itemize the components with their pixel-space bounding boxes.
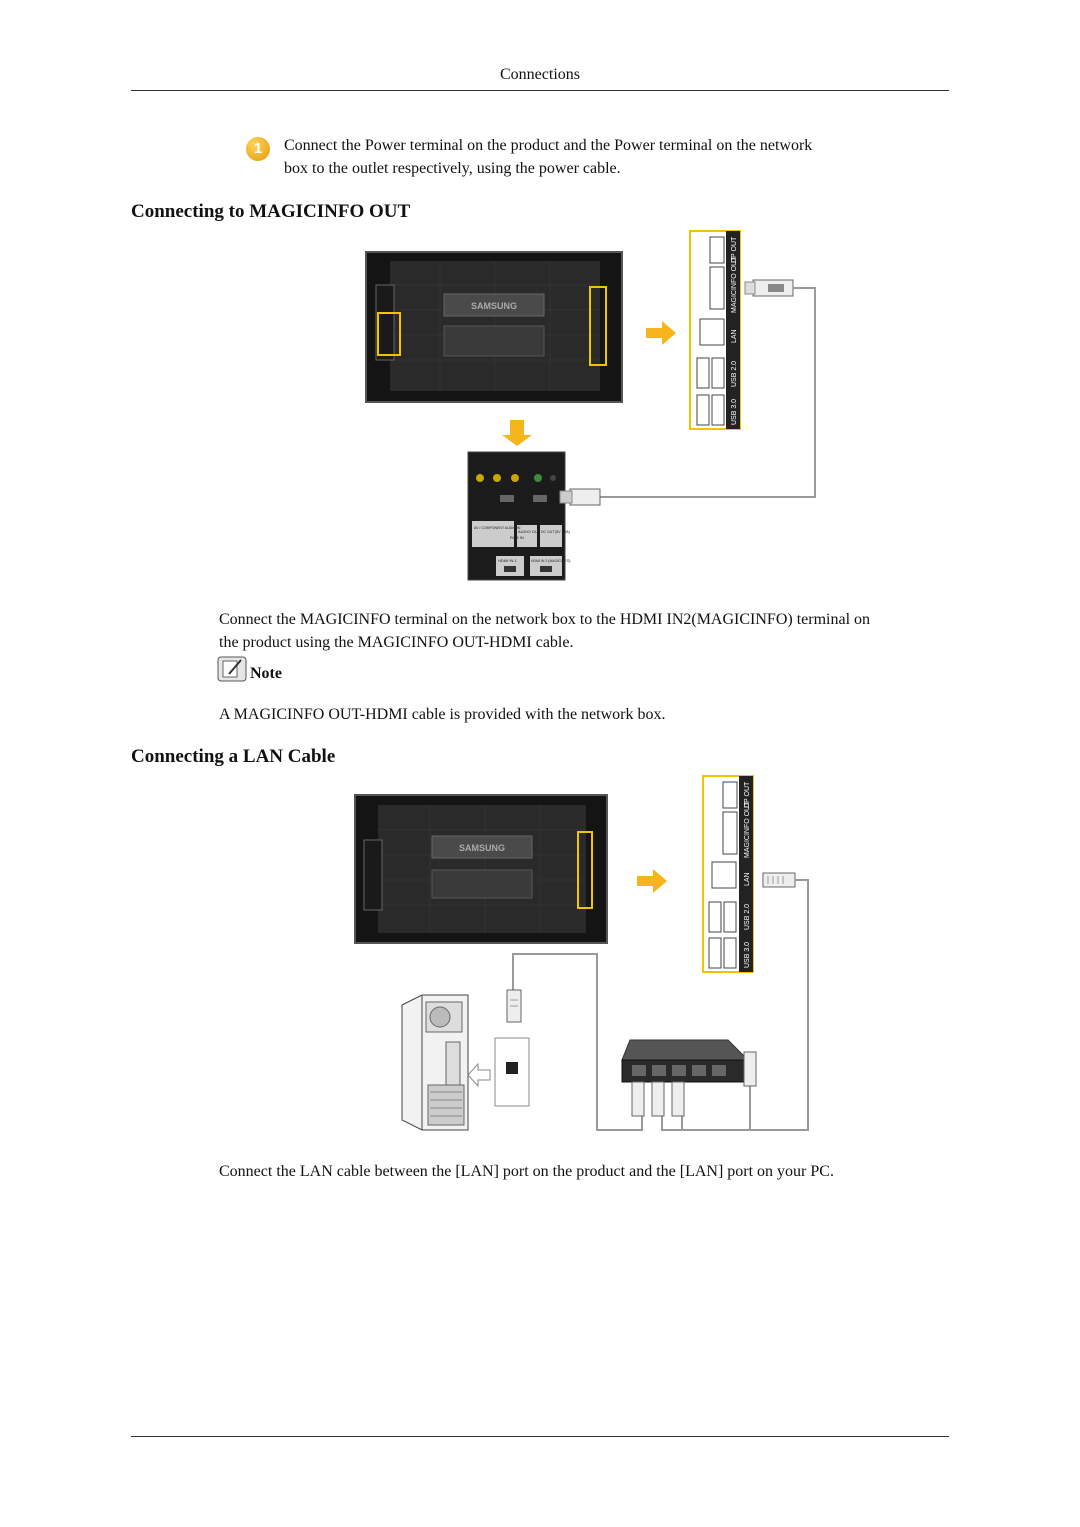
footer-rule bbox=[131, 1436, 949, 1437]
port-label-dp-out-lan: DP OUT bbox=[744, 781, 751, 808]
down-arrow-icon bbox=[502, 420, 532, 446]
port-label-lan-lan: LAN bbox=[744, 872, 751, 886]
hdmi-connector-bottom bbox=[559, 488, 601, 506]
magicinfo-connection-diagram: SAMSUNG DP OUT MAGICINFO OUT LAN USB 2.0… bbox=[365, 230, 816, 581]
step1-text-line1: Connect the Power terminal on the produc… bbox=[284, 137, 813, 154]
lan-cable-hub bbox=[681, 1085, 751, 1131]
port-label-usb30: USB 3.0 bbox=[731, 399, 738, 425]
brand-logo-text-lan: SAMSUNG bbox=[459, 843, 505, 853]
port-strip-highlight-lan bbox=[577, 831, 593, 909]
magicinfo-caption-line1: Connect the MAGICINFO terminal on the ne… bbox=[219, 611, 871, 628]
port-label-lan: LAN bbox=[731, 329, 738, 343]
note-icon bbox=[217, 656, 247, 682]
page-header-title: Connections bbox=[500, 66, 580, 83]
io-label-audio-out: AUDIO OUT bbox=[518, 529, 541, 534]
display-rear-panel-lan: SAMSUNG bbox=[354, 794, 608, 944]
port-label-magicinfo-out: MAGICINFO OUT bbox=[731, 256, 738, 313]
lan-cable-pc bbox=[512, 953, 643, 1131]
step1-text: Connect the Power terminal on the produc… bbox=[284, 134, 944, 180]
io-label-av: AV / COMPONENT AUDIO IN bbox=[474, 526, 521, 530]
port-highlight-box bbox=[377, 312, 401, 356]
right-arrow-icon bbox=[646, 321, 676, 345]
magicinfo-caption-line2: the product using the MAGICINFO OUT-HDMI… bbox=[219, 634, 574, 651]
lan-connection-diagram: SAMSUNG DP OUT MAGICINFO OUT LAN USB 2.0… bbox=[354, 775, 809, 1131]
display-rear-panel: SAMSUNG bbox=[365, 251, 623, 403]
section-heading-lan: Connecting a LAN Cable bbox=[131, 746, 336, 767]
io-label-hdmi1: HDMI IN 1 bbox=[498, 558, 517, 563]
lan-connector-product bbox=[762, 872, 796, 888]
pc-tower-icon bbox=[401, 994, 469, 1131]
io-label-hdmi2: HDMI IN 2 (MAGICINFO) bbox=[531, 559, 570, 563]
magicinfo-cable bbox=[600, 287, 816, 498]
port-label-dp-out: DP OUT bbox=[731, 236, 738, 263]
port-label-usb20: USB 2.0 bbox=[731, 361, 738, 387]
step1-text-line2: box to the outlet respectively, using th… bbox=[284, 160, 621, 177]
network-switch-icon bbox=[621, 1039, 757, 1117]
lan-connector-pc bbox=[506, 989, 522, 1023]
port-label-usb20-lan: USB 2.0 bbox=[744, 904, 751, 930]
network-box-port-strip: DP OUT MAGICINFO OUT LAN USB 2.0 USB 3.0 bbox=[689, 230, 741, 430]
right-arrow-icon-lan bbox=[637, 869, 667, 893]
network-box-port-strip-lan: DP OUT MAGICINFO OUT LAN USB 2.0 USB 3.0 bbox=[702, 775, 754, 973]
lan-wall-port bbox=[467, 1037, 530, 1107]
brand-logo-text: SAMSUNG bbox=[471, 301, 517, 311]
port-label-magicinfo-out-lan: MAGICINFO OUT bbox=[744, 801, 751, 858]
io-label-rgb: RGB IN bbox=[510, 535, 524, 540]
io-label-dc-out: DC OUT [5V 1.5A] bbox=[541, 530, 570, 534]
port-strip-highlight bbox=[589, 286, 607, 366]
note-label: Note bbox=[250, 665, 282, 682]
note-text: A MAGICINFO OUT-HDMI cable is provided w… bbox=[219, 706, 666, 723]
hdmi-connector-top bbox=[744, 279, 794, 297]
network-box-io-panel: AV / COMPONENT AUDIO IN RGB IN AUDIO OUT… bbox=[467, 451, 570, 581]
lan-cable-product bbox=[661, 879, 809, 1131]
lan-caption: Connect the LAN cable between the [LAN] … bbox=[219, 1163, 834, 1180]
section-heading-magicinfo: Connecting to MAGICINFO OUT bbox=[131, 201, 411, 222]
step-number-icon: 1 bbox=[246, 137, 270, 161]
magicinfo-caption: Connect the MAGICINFO terminal on the ne… bbox=[219, 608, 959, 654]
port-label-usb30-lan: USB 3.0 bbox=[744, 942, 751, 968]
header-rule bbox=[131, 90, 949, 91]
